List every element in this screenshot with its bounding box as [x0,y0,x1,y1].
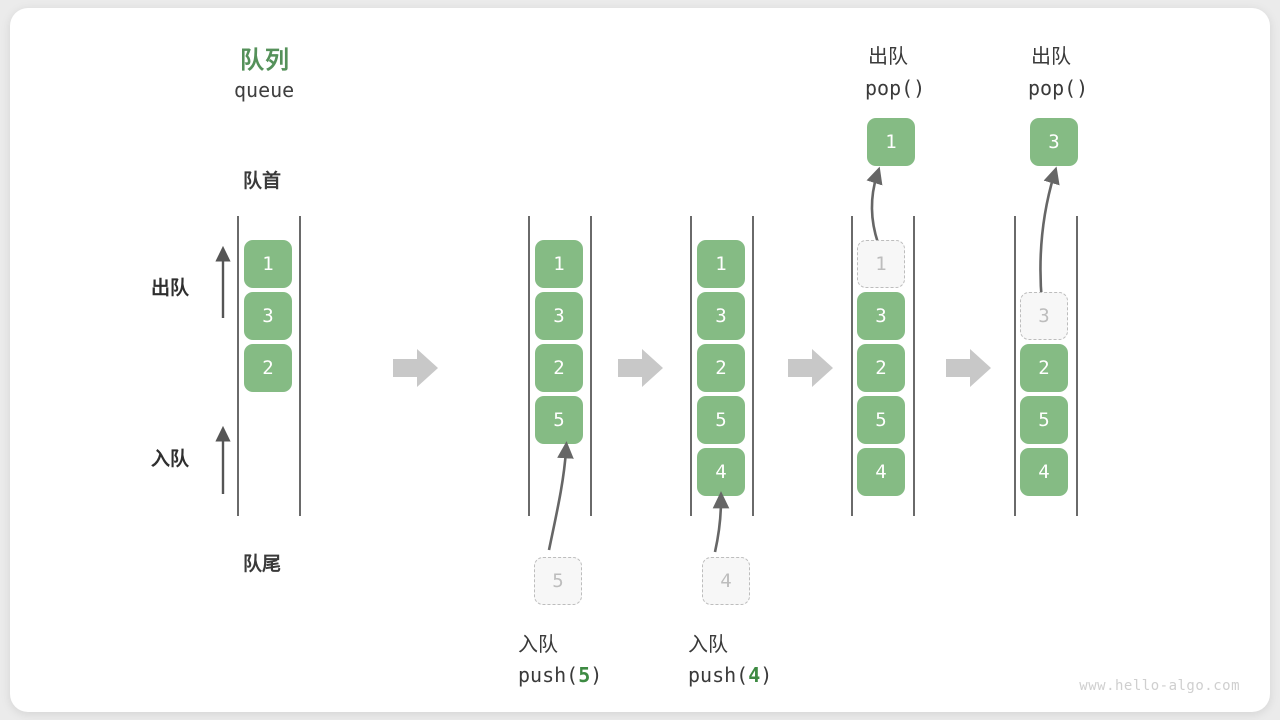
queue-cell: 5 [535,396,583,444]
queue-rail-left-2 [690,216,692,516]
pop-caption-code-1: pop() [865,76,925,100]
popped-value: 3 [1030,118,1078,166]
queue-cell: 5 [697,396,745,444]
queue-rail-right-1 [590,216,592,516]
queue-cell: 1 [244,240,292,288]
queue-cell: 4 [1020,448,1068,496]
step-separator-arrow-icon [618,349,663,387]
queue-cell: 5 [857,396,905,444]
watermark: www.hello-algo.com [1079,678,1240,694]
queue-cell: 2 [697,344,745,392]
push-code-arg: 5 [578,663,591,687]
dequeue-direction-arrow-icon [215,245,231,318]
queue-rail-right-2 [752,216,754,516]
push-code-suffix: ) [590,663,603,687]
queue-cell-removed: 1 [857,240,905,288]
push-code-suffix: ) [760,663,773,687]
queue-rail-right-3 [913,216,915,516]
queue-cell: 2 [1020,344,1068,392]
push-code-prefix: push( [688,663,749,687]
pop-code-suffix: ) [913,76,926,100]
queue-rail-left-4 [1014,216,1016,516]
queue-rail-right-0 [299,216,301,516]
queue-cell-removed: 3 [1020,292,1068,340]
pending-push-value: 5 [534,557,582,605]
pop-code-prefix: pop( [1028,76,1077,100]
push-caption-cn-2: 入队 [688,634,728,656]
pop-caption-cn-1: 出队 [868,46,908,68]
push-code-prefix: push( [518,663,579,687]
queue-rail-left-1 [528,216,530,516]
enqueue-direction-arrow-icon [215,425,231,494]
tail-label: 队尾 [243,554,282,575]
queue-cell: 3 [244,292,292,340]
pop-code-suffix: ) [1076,76,1089,100]
queue-cell: 5 [1020,396,1068,444]
push-code-arg: 4 [748,663,761,687]
queue-cell: 2 [535,344,583,392]
push-arrow-icon-1 [547,441,574,551]
popped-value: 1 [867,118,915,166]
step-separator-arrow-icon [788,349,833,387]
pop-caption-cn-2: 出队 [1031,46,1071,68]
queue-rail-left-0 [237,216,239,516]
push-caption-code-1: push(5) [518,663,602,687]
diagram-card: 队列 queue 队首 队尾 出队 入队 1 3 2 1 3 2 5 [10,8,1270,712]
queue-title-en: queue [234,78,295,102]
pop-caption-code-2: pop() [1028,76,1088,100]
diagram-stage: 队列 queue 队首 队尾 出队 入队 1 3 2 1 3 2 5 [10,8,1270,712]
pop-code-prefix: pop( [865,76,914,100]
enqueue-direction-label: 入队 [151,449,190,470]
queue-cell: 4 [697,448,745,496]
queue-cell: 2 [244,344,292,392]
queue-title-cn: 队列 [240,47,290,74]
pending-push-value: 4 [702,557,750,605]
step-separator-arrow-icon [393,349,438,387]
push-arrow-icon-2 [712,491,730,553]
queue-cell: 3 [535,292,583,340]
queue-cell: 1 [697,240,745,288]
pop-arrow-icon-1 [866,166,883,244]
queue-cell: 3 [857,292,905,340]
queue-rail-right-4 [1076,216,1078,516]
push-caption-code-2: push(4) [688,663,772,687]
pop-arrow-icon-2 [1039,166,1060,304]
step-separator-arrow-icon [946,349,991,387]
queue-cell: 2 [857,344,905,392]
dequeue-direction-label: 出队 [151,278,190,299]
push-caption-cn-1: 入队 [518,634,558,656]
queue-cell: 1 [535,240,583,288]
queue-cell: 4 [857,448,905,496]
head-label: 队首 [243,171,282,192]
queue-cell: 3 [697,292,745,340]
queue-rail-left-3 [851,216,853,516]
